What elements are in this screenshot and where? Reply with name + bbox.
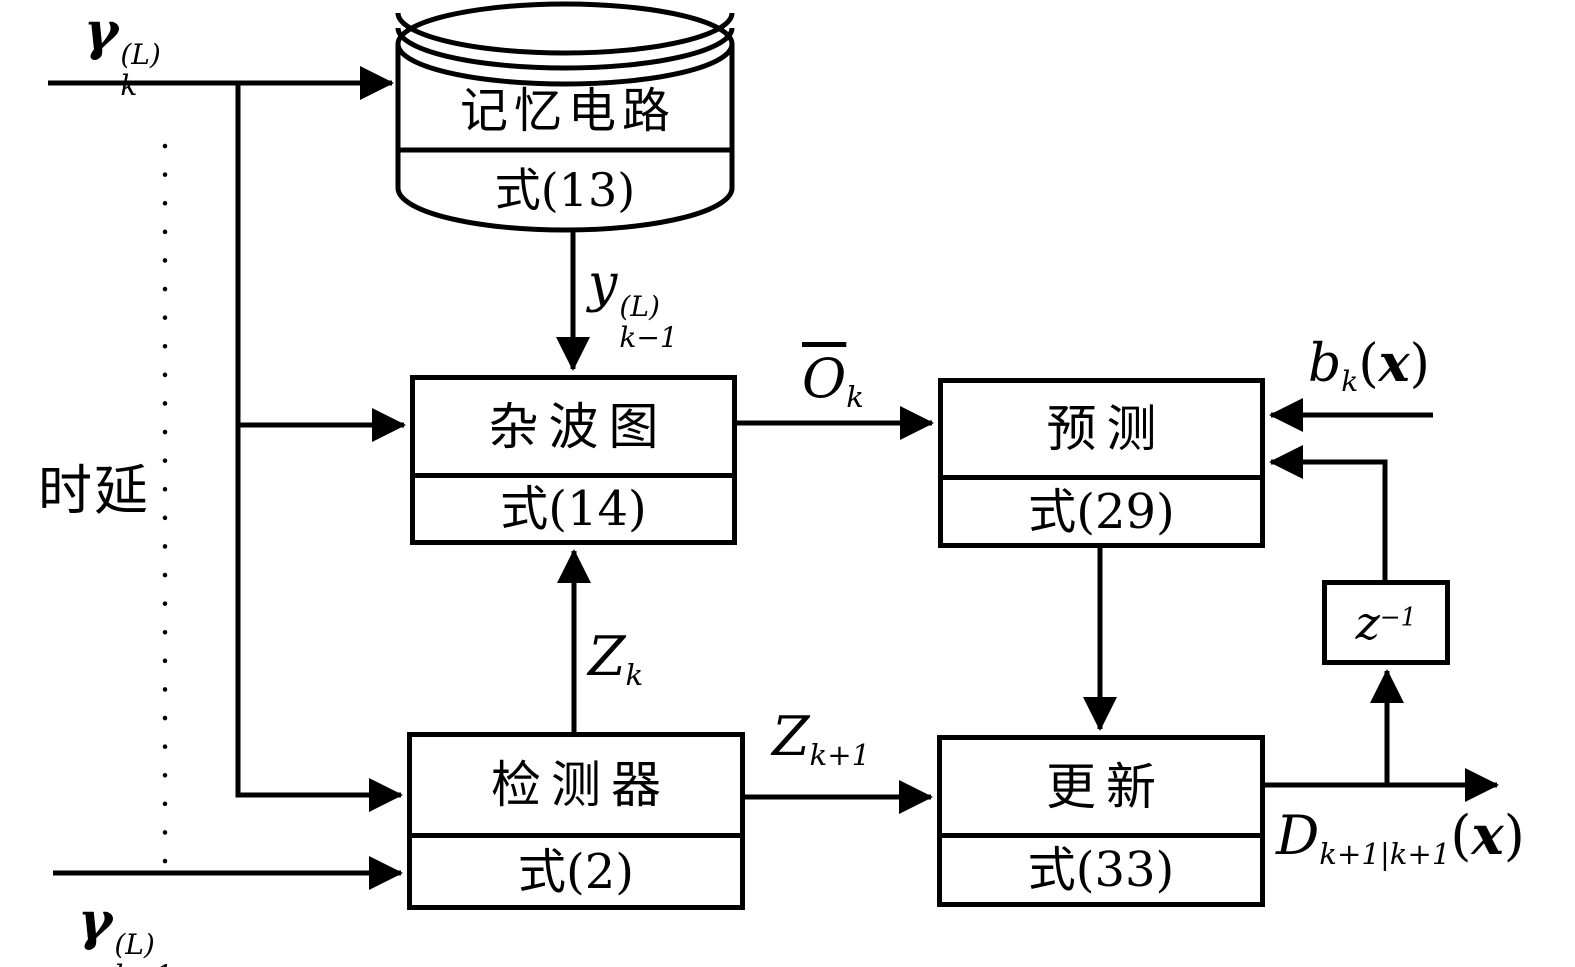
detector-title: 检测器 xyxy=(412,737,740,838)
update-node: 更新 式(33) xyxy=(937,735,1265,907)
clutter-out-label: Ok xyxy=(802,347,864,415)
detector-formula: 式(2) xyxy=(518,843,634,900)
delay-to-prediction-line xyxy=(1269,445,1388,580)
memory-out-label: y(L)k−1 xyxy=(588,254,678,355)
clutter-map-node: 杂波图 式(14) xyxy=(410,375,737,545)
prediction-node: 预测 式(29) xyxy=(938,378,1265,548)
memory-formula: 式(13) xyxy=(494,163,636,217)
unit-delay-label: z−1 xyxy=(1355,595,1417,650)
branch-to-detector-line xyxy=(235,83,403,812)
prediction-title: 预测 xyxy=(943,383,1260,480)
memory-title: 记忆电路 xyxy=(459,83,676,139)
memory-cylinder-shape xyxy=(395,1,735,233)
detector-out-label: Zk+1 xyxy=(772,705,871,773)
unit-delay-node: z−1 xyxy=(1322,580,1450,665)
update-formula: 式(33) xyxy=(1027,842,1175,898)
input-top-label: γ(L)k xyxy=(84,1,161,103)
input-bottom-label: γ(L)k+1 xyxy=(78,891,173,967)
update-title: 更新 xyxy=(942,740,1260,838)
output-label: Dk+1|k+1(x) xyxy=(1276,803,1525,872)
detector-node: 检测器 式(2) xyxy=(407,732,745,910)
prediction-formula: 式(29) xyxy=(1028,483,1175,540)
clutter-map-formula: 式(14) xyxy=(500,481,647,537)
birth-label: bk(x) xyxy=(1308,333,1430,398)
detector-up-label: Zk xyxy=(588,625,644,693)
delay-label: 时延 xyxy=(38,459,150,522)
clutter-map-title: 杂波图 xyxy=(415,380,732,478)
